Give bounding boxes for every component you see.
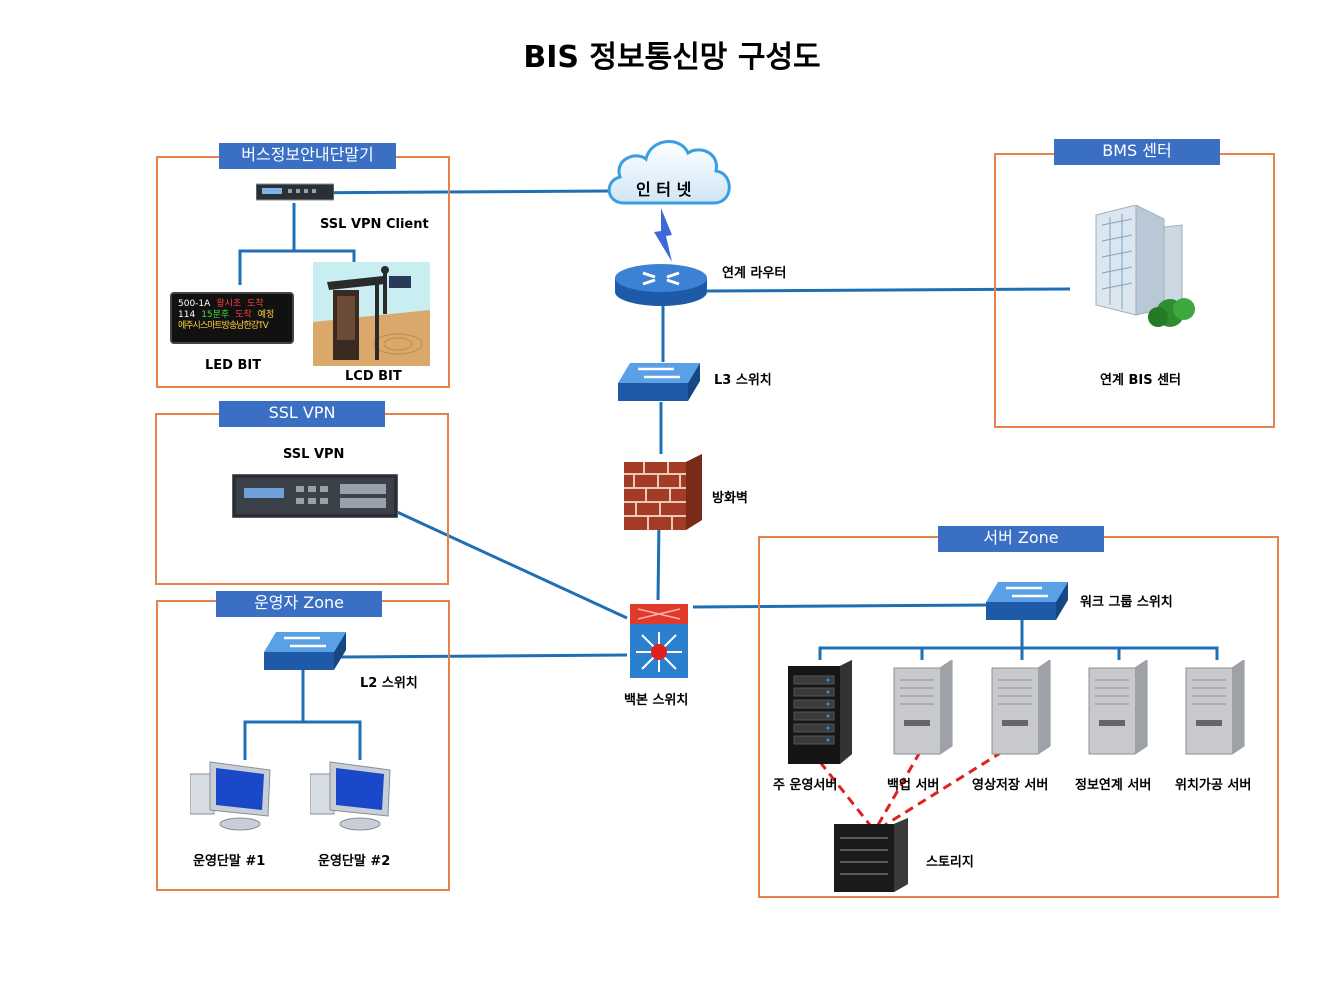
led-bit-display: 500-1A 왕시초 도착 114 15분후 도착 예정 에주시스마트방송남한강…	[170, 292, 294, 344]
backbone-switch-label: 백본 스위치	[624, 693, 689, 708]
router-label: 연계 라우터	[722, 266, 787, 281]
wan-link-icon	[654, 208, 672, 262]
storage-icon	[834, 818, 908, 892]
group-bus-info-header: 버스정보안내단말기	[219, 143, 396, 169]
ssl-client-label: SSL VPN Client	[320, 217, 429, 232]
ssl-client-device-icon	[256, 183, 334, 201]
info-server-icon	[1088, 660, 1148, 755]
group-operator-header: 운영자 Zone	[216, 591, 382, 617]
backbone-switch-icon	[630, 604, 688, 678]
group-server-header: 서버 Zone	[938, 526, 1104, 552]
lcd-bit-shelter-icon	[313, 262, 430, 366]
group-bms-header: BMS 센터	[1054, 139, 1220, 165]
link-server-bus	[818, 646, 1219, 660]
bis-center-building-icon	[1095, 205, 1195, 327]
link-firewall-backbone	[656, 519, 661, 601]
l2-switch-label: L2 스위치	[360, 676, 418, 691]
link-bit-branch	[238, 249, 356, 285]
led-bit-label: LED BIT	[205, 358, 262, 373]
ssl-vpn-appliance-icon	[232, 474, 398, 518]
internet-cloud-icon	[607, 140, 731, 205]
backup-server-label: 백업 서버	[887, 778, 940, 793]
l3-switch-icon	[618, 363, 700, 401]
ssl-vpn-device-label: SSL VPN	[283, 447, 345, 462]
lcd-bit-label: LCD BIT	[345, 369, 402, 384]
l3-switch-label: L3 스위치	[714, 373, 772, 388]
video-server-icon	[991, 660, 1051, 755]
bis-center-label: 연계 BIS 센터	[1100, 373, 1182, 388]
link-vpn-backbone	[396, 510, 628, 620]
group-ssl-vpn-header: SSL VPN	[219, 401, 385, 427]
internet-label: 인 터 넷	[636, 180, 692, 199]
operator-terminal-2-label: 운영단말 #2	[318, 854, 391, 869]
video-server-label: 영상저장 서버	[972, 778, 1049, 793]
router-icon	[615, 264, 707, 306]
location-server-icon	[1185, 660, 1245, 755]
location-server-label: 위치가공 서버	[1175, 778, 1252, 793]
storage-links	[818, 750, 1003, 827]
operator-terminal-1-label: 운영단말 #1	[193, 854, 266, 869]
link-backbone-wg	[692, 603, 991, 609]
storage-label: 스토리지	[926, 855, 974, 870]
main-server-icon	[788, 660, 852, 764]
operator-terminal-1-icon	[190, 761, 271, 831]
link-router-bis	[706, 287, 1071, 293]
workgroup-switch-label: 워크 그룹 스위치	[1080, 595, 1173, 610]
info-server-label: 정보연계 서버	[1075, 778, 1152, 793]
main-server-label: 주 운영서버	[773, 778, 838, 793]
firewall-icon	[624, 454, 702, 530]
operator-terminal-2-icon	[310, 761, 391, 831]
backup-server-icon	[893, 660, 953, 755]
l2-switch-icon	[264, 632, 346, 670]
diagram-title: BIS 정보통신망 구성도	[523, 40, 821, 75]
workgroup-switch-icon	[986, 582, 1068, 620]
firewall-label: 방화벽	[712, 491, 748, 506]
link-l2-backbone	[339, 653, 628, 659]
link-terminals	[243, 720, 362, 760]
link-client-internet	[289, 189, 611, 195]
